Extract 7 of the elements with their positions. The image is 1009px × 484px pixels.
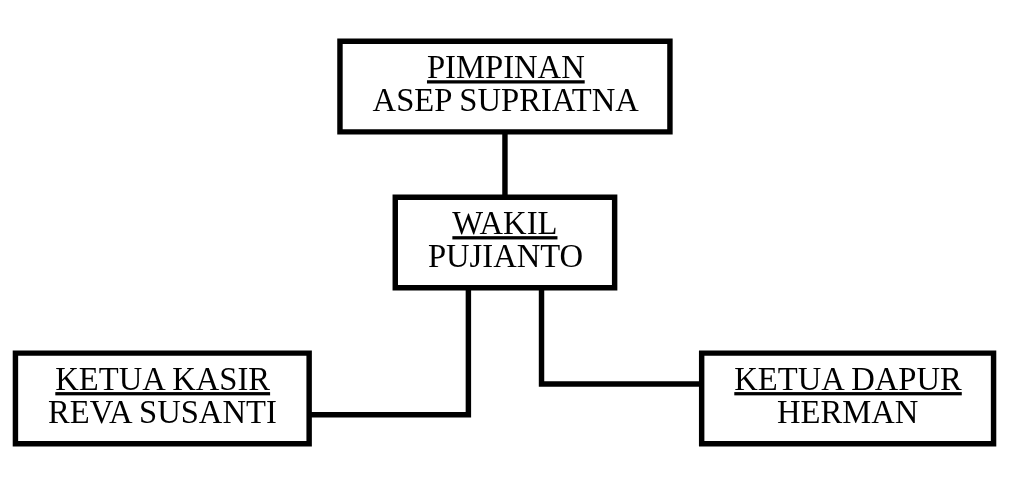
- node-box: PIMPINAN ASEP SUPRIATNA: [337, 38, 673, 135]
- connector: [502, 132, 508, 197]
- connector: [309, 288, 472, 417]
- node-box: KETUA KASIR REVA SUSANTI: [12, 349, 312, 446]
- connector: [538, 287, 701, 387]
- node-box: WAKIL PUJIANTO: [392, 193, 618, 291]
- node-box: KETUA DAPUR HERMAN: [698, 349, 997, 446]
